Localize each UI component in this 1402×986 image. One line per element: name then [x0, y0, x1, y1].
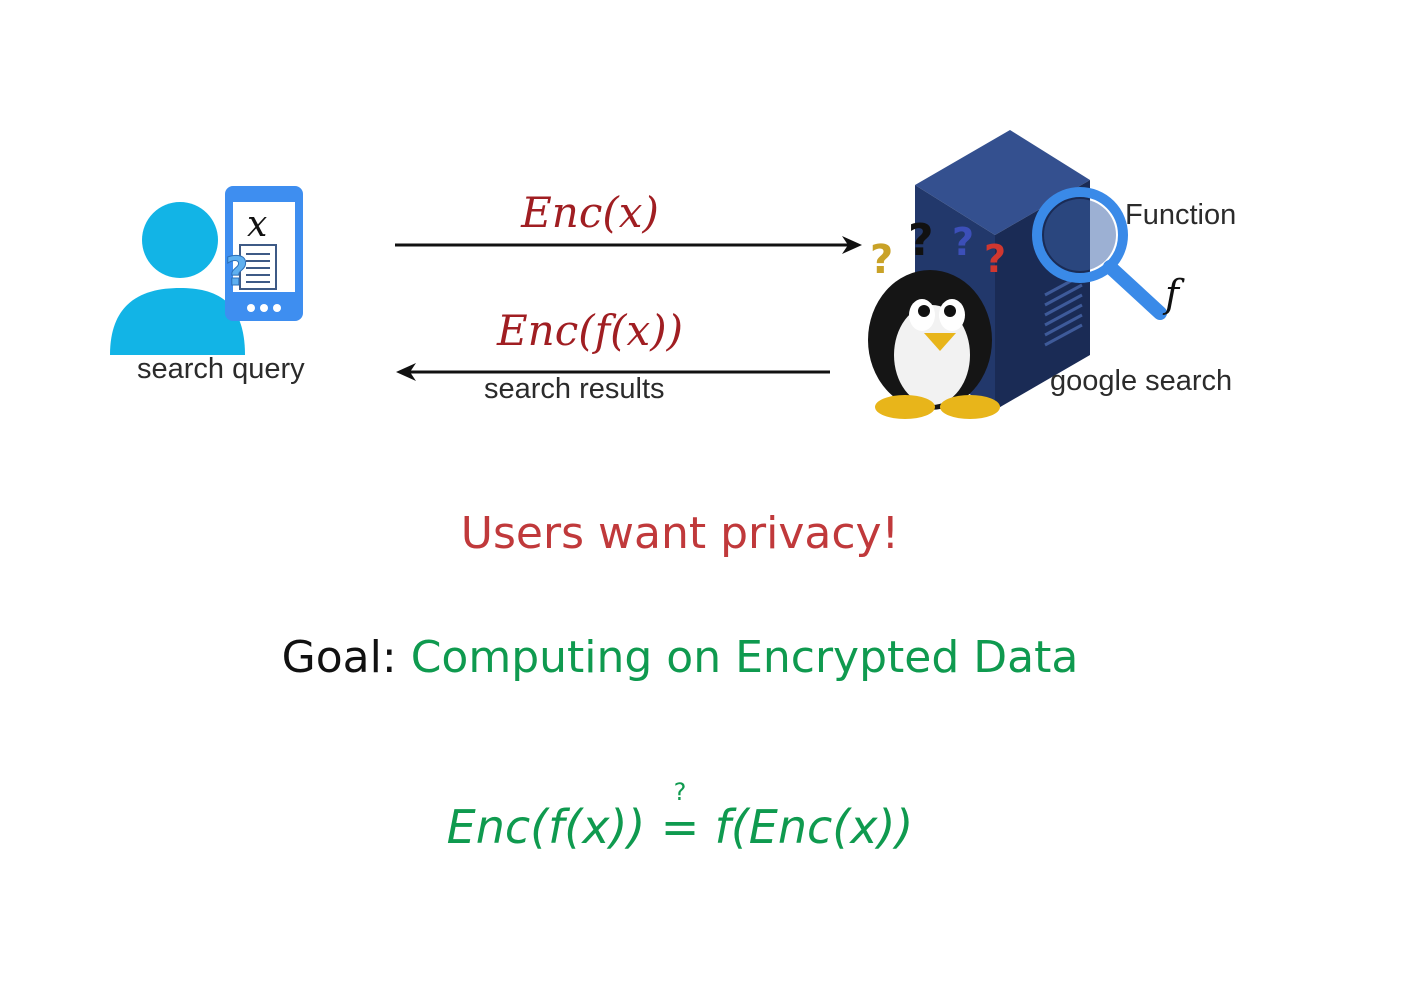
equation-relation: ? =	[660, 778, 700, 854]
server-illustration: ? ? ? ?	[860, 125, 1180, 425]
phone-variable: x	[247, 204, 268, 245]
homomorphic-equation: Enc(f(x)) ? = f(Enc(x))	[0, 778, 1360, 854]
response-caption: search results	[484, 373, 665, 405]
goal-line: Goal: Computing on Encrypted Data	[0, 632, 1360, 683]
equation-question: ?	[673, 778, 687, 806]
request-label: Enc(x)	[521, 188, 659, 237]
user-with-phone-icon: ?	[110, 186, 303, 355]
question-mark-icon: ?	[952, 220, 975, 264]
magnifier-icon	[1032, 187, 1167, 320]
goal-prefix: Goal:	[281, 632, 397, 683]
goal-text: Computing on Encrypted Data	[410, 632, 1079, 683]
client-label: search query	[137, 353, 305, 385]
response-label: Enc(f(x))	[496, 306, 683, 355]
equation-left: Enc(f(x))	[446, 800, 646, 854]
user-illustration: ?	[105, 180, 315, 360]
server-caption: google search	[1050, 365, 1233, 397]
question-mark-icon: ?	[908, 215, 934, 266]
question-mark-icon: ?	[984, 237, 1007, 281]
question-mark-icon: ?	[870, 237, 894, 283]
function-symbol: f	[1165, 272, 1180, 316]
penguin-icon	[868, 270, 1000, 419]
communication-arrows	[395, 236, 862, 381]
privacy-statement: Users want privacy!	[460, 508, 900, 559]
function-label: Function	[1125, 199, 1237, 231]
equation-right: f(Enc(x))	[714, 800, 914, 854]
svg-text:?: ?	[225, 249, 248, 295]
server-tower-icon	[868, 130, 1167, 419]
equation-equals: =	[660, 800, 700, 854]
